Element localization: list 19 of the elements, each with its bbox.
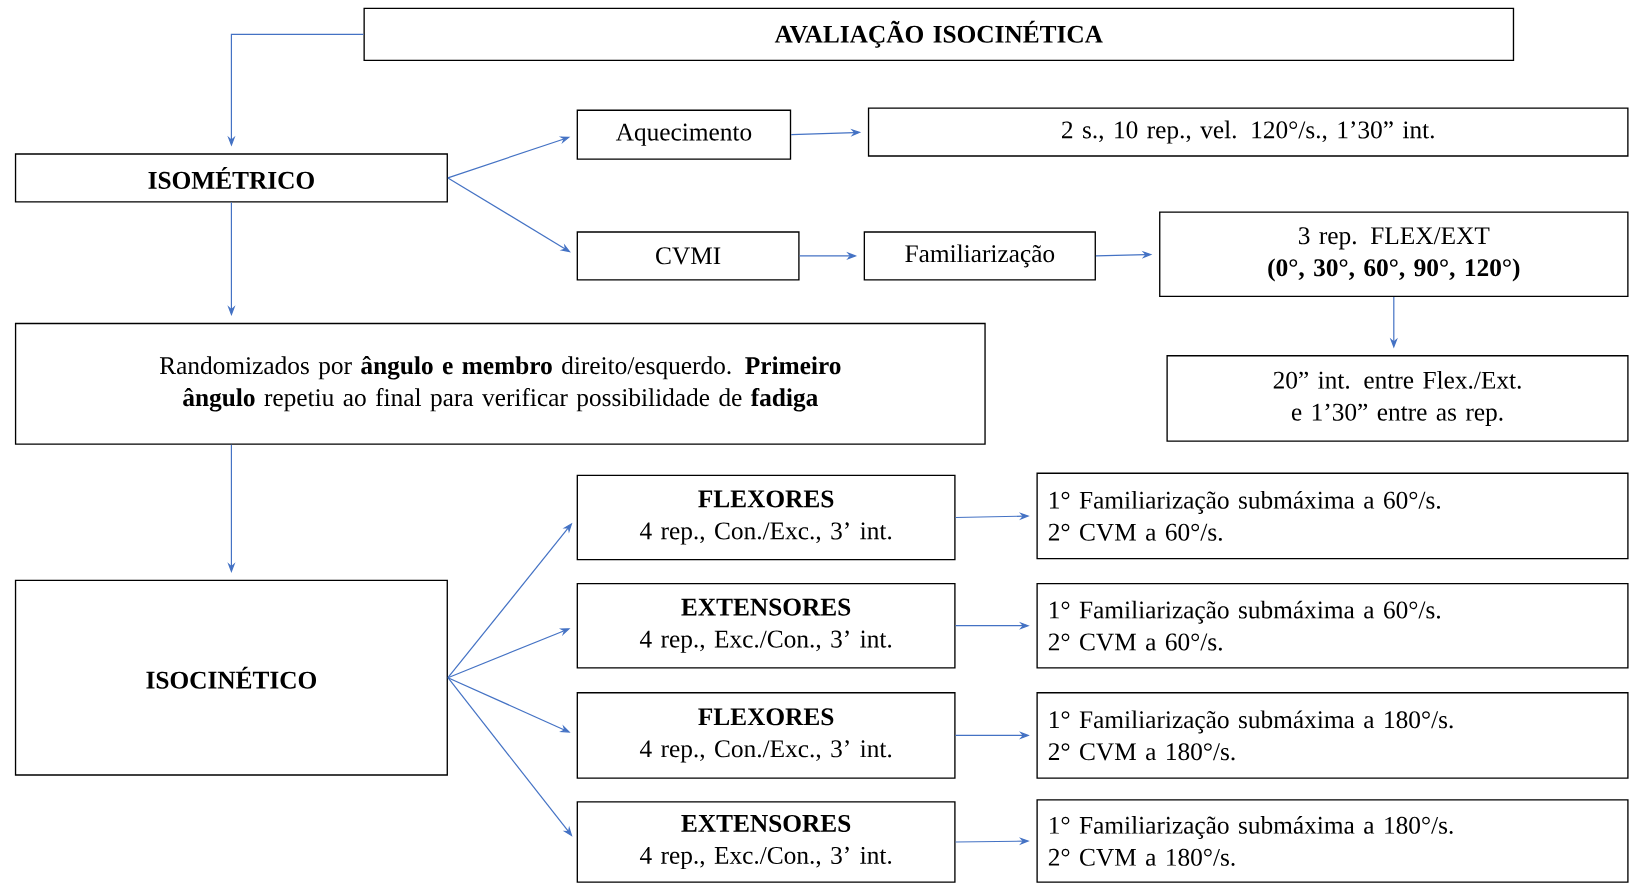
- process-box: Aquecimento: [576, 109, 792, 160]
- process-box: 3 rep. FLEX/EXT (0°, 30°, 60°, 90°, 120°): [1159, 211, 1629, 298]
- process-box: EXTENSORES 4 rep., Exc./Con., 3’ int.: [576, 801, 956, 883]
- arrow: [447, 177, 571, 253]
- category-box: ISOCINÉTICO: [14, 579, 448, 776]
- process-box: FLEXORES 4 rep., Con./Exc., 3’ int.: [576, 692, 956, 779]
- process-box: EXTENSORES 4 rep., Exc./Con., 3’ int.: [576, 582, 956, 669]
- process-box: Randomizados por ângulo e membro direito/esquerdo. Primeiro ângulo repetiu ao final para verificar possibilidade de fadiga: [14, 322, 986, 445]
- process-box: FLEXORES 4 rep., Con./Exc., 3’ int.: [576, 474, 956, 561]
- process-box: CVMI: [576, 231, 800, 281]
- process-box: 1° Familiarização submáxima a 60°/s. 2° CVM a 60°/s.: [1036, 582, 1629, 669]
- process-box: 1° Familiarização submáxima a 180°/s. 2° CVM a 180°/s.: [1036, 692, 1629, 779]
- category-box: ISOMÉTRICO: [14, 153, 448, 203]
- process-box: 2 s., 10 rep., vel. 120°/s., 1’30” int.: [867, 107, 1629, 157]
- title-box: AVALIAÇÃO ISOCINÉTICA: [363, 7, 1515, 61]
- process-box: 1° Familiarização submáxima a 180°/s. 2° CVM a 180°/s.: [1036, 799, 1629, 883]
- process-box: Familiarização: [863, 231, 1096, 281]
- process-box: 1° Familiarização submáxima a 60°/s. 2° CVM a 60°/s.: [1036, 472, 1629, 560]
- process-box: 20” int. entre Flex./Ext. e 1’30” entre as rep.: [1166, 355, 1629, 442]
